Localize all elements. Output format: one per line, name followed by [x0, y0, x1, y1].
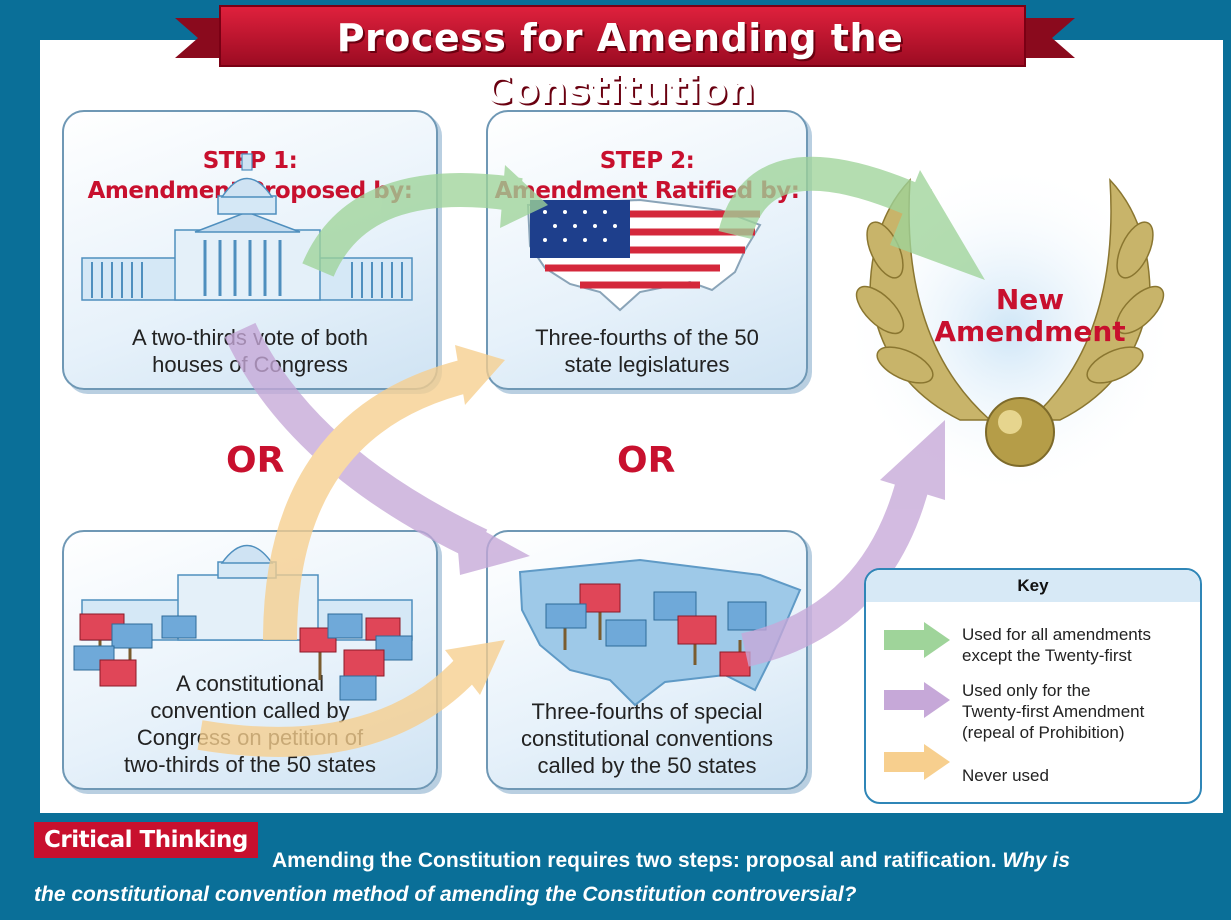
- critical-thinking-statement: Amending the Constitution requires two s…: [272, 849, 997, 872]
- critical-thinking-question-start: Why is: [1002, 849, 1071, 872]
- capitol-with-protest-signs-icon: [73, 544, 413, 701]
- caption-line: constitutional conventions: [521, 726, 773, 751]
- or-label-left: OR: [226, 440, 285, 481]
- purple-arrowhead: [455, 515, 530, 575]
- key-item-line: (repeal of Prohibition): [962, 723, 1125, 742]
- step1-bottom-caption: A constitutional convention called by Co…: [74, 670, 426, 778]
- critical-thinking-label: Critical Thinking: [34, 822, 258, 858]
- legend-key: Key Used for all amendments except the T…: [864, 568, 1202, 804]
- capitol-building-icon: [81, 153, 413, 301]
- key-title: Key: [866, 570, 1200, 602]
- caption-line: Three-fourths of special: [531, 699, 763, 724]
- us-flag-map-icon: [526, 198, 762, 312]
- green-arrow-icon: [884, 622, 950, 658]
- key-item-purple: Used only for the Twenty-first Amendment…: [962, 680, 1144, 743]
- new-amendment-label: New Amendment: [930, 284, 1130, 348]
- green-arrowhead: [890, 170, 985, 280]
- key-item-line: Never used: [962, 766, 1049, 785]
- caption-line: two-thirds of the 50 states: [124, 752, 376, 777]
- orange-arrow-convention-to-legislatures: [263, 358, 475, 641]
- orange-arrow-convention-to-conventions: [197, 654, 482, 757]
- wreath-medallion: [985, 397, 1055, 467]
- medallion-highlight: [998, 410, 1022, 434]
- us-map-with-signs-icon: [518, 558, 802, 707]
- title-ribbon: [175, 5, 1075, 67]
- key-item-orange: Never used: [962, 765, 1049, 786]
- purple-arrowhead: [880, 420, 945, 500]
- key-item-line: except the Twenty-first: [962, 646, 1132, 665]
- step2-title-line1: STEP 2:: [599, 148, 695, 174]
- orange-arrow-icon: [884, 744, 950, 780]
- critical-thinking-text: Amending the Constitution requires two s…: [34, 844, 1214, 912]
- key-item-line: Used only for the: [962, 681, 1091, 700]
- key-item-line: Twenty-first Amendment: [962, 702, 1145, 721]
- key-item-green: Used for all amendments except the Twent…: [962, 624, 1151, 666]
- purple-arrow-conventions-to-amendment: [741, 470, 932, 667]
- orange-arrowhead: [455, 345, 505, 405]
- new-amendment-line2: Amendment: [934, 315, 1126, 348]
- caption-line: convention called by: [150, 698, 350, 723]
- page-title: Process for Amending the Constitution: [336, 16, 904, 112]
- caption-line: state legislatures: [564, 352, 730, 377]
- illustration-layer: [73, 153, 1165, 757]
- new-amendment-line1: New: [995, 283, 1065, 316]
- purple-arrow-icon: [884, 682, 950, 718]
- green-arrowhead: [500, 165, 548, 228]
- green-arrow-ratification-to-amendment: [718, 156, 933, 240]
- caption-line: called by the 50 states: [537, 753, 757, 778]
- key-item-line: Used for all amendments: [962, 625, 1151, 644]
- step2-bottom-caption: Three-fourths of special constitutional …: [498, 698, 796, 779]
- critical-thinking-question-end: the constitutional convention method of …: [34, 883, 857, 906]
- step2-top-caption: Three-fourths of the 50 state legislatur…: [498, 324, 796, 378]
- caption-line: Three-fourths of the 50: [535, 325, 759, 350]
- key-swatches: [884, 622, 950, 780]
- or-label-right: OR: [617, 440, 676, 481]
- caption-line: A constitutional: [176, 671, 324, 696]
- green-arrow-proposal-to-ratification: [302, 173, 523, 278]
- orange-arrowhead: [445, 640, 505, 695]
- arrow-flows: [197, 156, 985, 757]
